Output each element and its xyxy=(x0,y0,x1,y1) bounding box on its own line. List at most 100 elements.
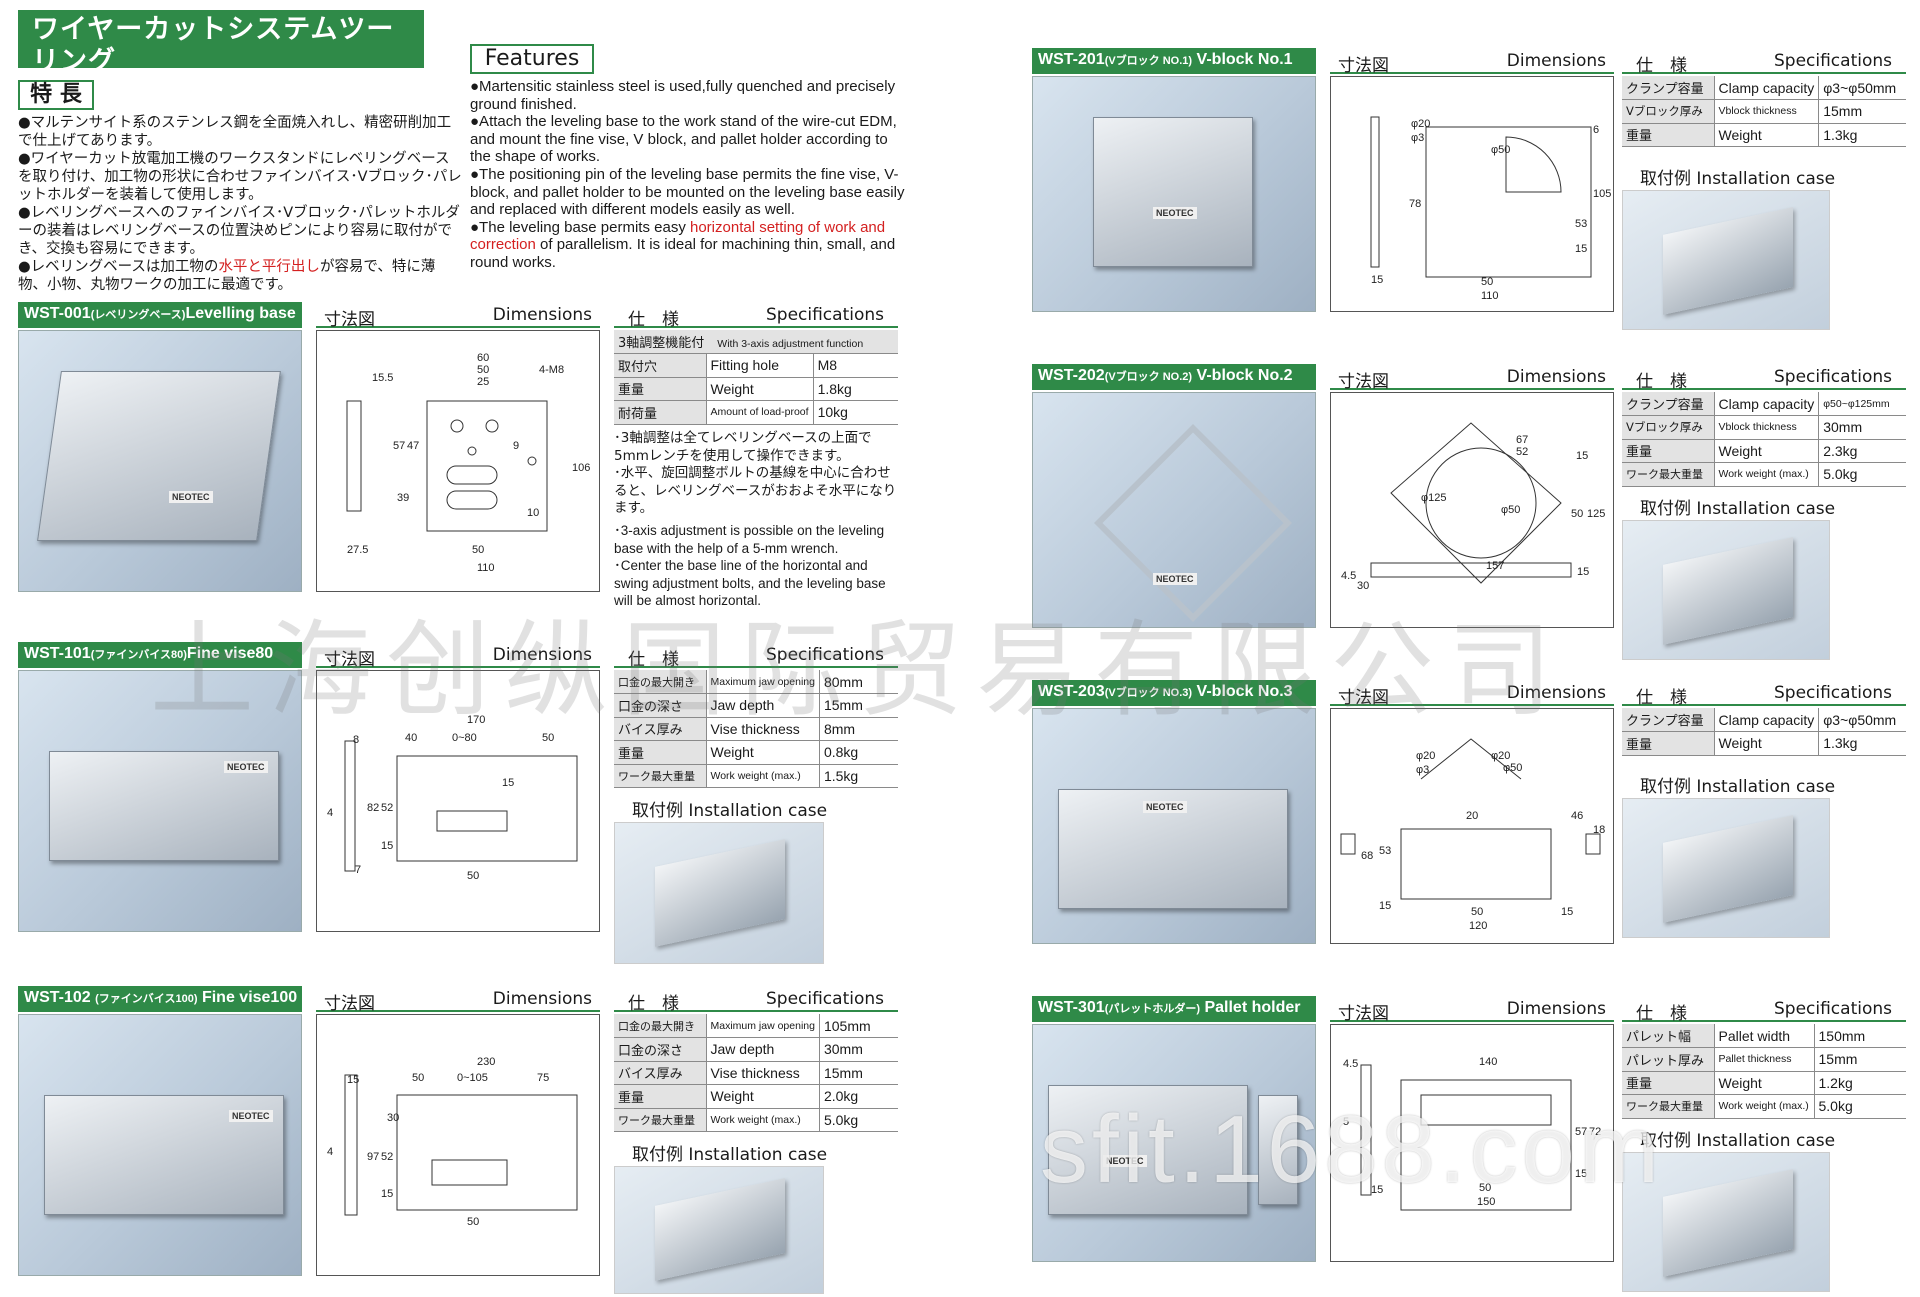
dim-label: 52 xyxy=(381,802,393,814)
spec-label-jp: 仕 様 xyxy=(628,650,679,670)
wst-001-spec-header: 仕 様 Specifications xyxy=(614,302,898,330)
dim-label: 50 xyxy=(467,870,479,882)
note-en: ･Center the base line of the horizontal … xyxy=(614,558,886,609)
wst-001-drawing: 15.5 60 50 25 4-M8 57 47 9 39 106 10 27.… xyxy=(316,330,600,592)
spec-label-jp: 仕 様 xyxy=(1636,372,1687,392)
product-name: Levelling base xyxy=(185,305,296,322)
dim-label: 170 xyxy=(467,714,485,726)
dim-label: 46 xyxy=(1571,810,1583,822)
spec-value: 1.5kg xyxy=(818,764,898,788)
spec-jp: クランプ容量 xyxy=(1622,708,1714,732)
spec-value: φ3~φ50mm xyxy=(1818,708,1906,732)
wst-001-dimensions-header: 寸法図 Dimensions xyxy=(316,302,600,330)
brand-mark: NEOTEC xyxy=(1153,207,1197,219)
dim-label: 50 xyxy=(1471,906,1483,918)
spec-label-en: Specifications xyxy=(1773,999,1892,1019)
catalog-banner: ワイヤーカットシステムツーリング WIRE-CUT SYSTEM TOOLING xyxy=(18,10,424,96)
dim-label: 6 xyxy=(1593,124,1599,136)
feature-en-highlight: horizontal setting of work and correctio… xyxy=(470,218,886,254)
wst-001-notes: ･3軸調整は全てレベリングベースの上面で5mmレンチを使用して操作できます。 ･… xyxy=(614,430,904,610)
dim-label: 50 xyxy=(467,1216,479,1228)
dim-label: 50 xyxy=(1479,1182,1491,1194)
dim-label: 52 xyxy=(381,1151,393,1163)
dim-label: 15 xyxy=(347,1074,359,1086)
dim-label: 39 xyxy=(397,492,409,504)
brand-mark: NEOTEC xyxy=(1143,801,1187,813)
wst-203-install-photo xyxy=(1622,798,1830,938)
spec-en: Maximum jaw opening xyxy=(705,1014,820,1038)
wst-202-install-title: 取付例 Installation case xyxy=(1640,494,1835,519)
dim-label: 15 xyxy=(1561,906,1573,918)
dim-label: φ50 xyxy=(1501,504,1520,516)
dim-label: 50 xyxy=(477,364,489,376)
dim-label: 15 xyxy=(1371,1184,1383,1196)
dimensions-label-jp: 寸法図 xyxy=(1338,688,1389,708)
wst-203-drawing: φ20 φ3 φ20 φ50 20 46 18 68 53 15 50 120 … xyxy=(1330,708,1614,944)
dimensions-label-en: Dimensions xyxy=(492,305,592,325)
spec-label-jp: 仕 様 xyxy=(1636,688,1687,708)
install-label-jp: 取付例 xyxy=(632,1145,683,1165)
spec-en: Jaw depth xyxy=(705,1037,820,1062)
product-code: WST-201 xyxy=(1038,51,1105,68)
product-name: V-block No.2 xyxy=(1196,367,1293,384)
dim-label: 10 xyxy=(527,507,539,519)
wst-301-install-photo xyxy=(1622,1152,1830,1292)
product-subtitle: (Vブロック NO.3) xyxy=(1104,687,1193,699)
dim-label: 53 xyxy=(1575,218,1587,230)
feature-jp-item: ●レベリングベースは加工物の水平と平行出しが容易で、特に薄物、小物、丸物ワークの… xyxy=(18,258,462,294)
spec-value: 15mm xyxy=(1818,99,1906,124)
spec-value: 1.3kg xyxy=(1818,123,1906,147)
dim-label: 15 xyxy=(1575,243,1587,255)
spec-value: 30mm xyxy=(1818,415,1906,440)
dim-label: 9 xyxy=(513,440,519,452)
spec-en: Work weight (max.) xyxy=(705,1108,820,1132)
wst-201-install-title: 取付例 Installation case xyxy=(1640,164,1835,189)
product-subtitle: (Vブロック NO.1) xyxy=(1104,55,1193,67)
spec-jp: 重量 xyxy=(614,740,706,765)
dim-label: 4.5 xyxy=(1341,570,1356,582)
wst-101-photo: NEOTEC xyxy=(18,670,302,932)
dim-label: 15 xyxy=(1576,450,1588,462)
spec-en: Work weight (max.) xyxy=(705,764,820,788)
wst-102-title: WST-102 (ファインバイス100) Fine vise100 xyxy=(18,986,302,1012)
spec-value: 15mm xyxy=(818,693,898,718)
product-subtitle: (ファインバイス80) xyxy=(90,649,187,661)
dim-label: 50 xyxy=(542,732,554,744)
install-label-en: Installation case xyxy=(1696,169,1836,189)
dimensions-label-en: Dimensions xyxy=(492,645,592,665)
spec-value: 2.0kg xyxy=(818,1084,898,1109)
dim-label: 5 xyxy=(1343,1116,1349,1128)
features-list-jp: ●マルテンサイト系のステンレス鋼を全面焼入れし、精密研削加工で仕上げてあります。… xyxy=(18,114,462,294)
dim-label: 78 xyxy=(1409,198,1421,210)
spec-label-en: Specifications xyxy=(1773,683,1892,703)
spec-value: 15mm xyxy=(818,1061,898,1085)
product-code: WST-202 xyxy=(1038,367,1105,384)
wst-203-title: WST-203(Vブロック NO.3) V-block No.3 xyxy=(1032,680,1316,706)
note-jp: ･水平、旋回調整ボルトの基線を中心に合わせると、レベリングベースがおおよそ水平に… xyxy=(614,465,897,517)
dim-label: 50 xyxy=(472,544,484,556)
install-label-en: Installation case xyxy=(1696,499,1836,519)
dim-label: 15 xyxy=(381,1188,393,1200)
spec-label-jp: 仕 様 xyxy=(1636,1004,1687,1024)
feature-en-item: ●The positioning pin of the leveling bas… xyxy=(470,165,905,219)
wst-101-title: WST-101(ファインバイス80)Fine vise80 xyxy=(18,642,302,668)
wst-101-drawing: 170 40 0~80 50 8 15 82 52 4 15 7 50 xyxy=(316,670,600,932)
wst-301-drawing: 4.5 140 5 57 72 15 15 50 150 xyxy=(1330,1024,1614,1262)
dim-label: φ20 xyxy=(1491,750,1510,762)
spec-jp: 口金の最大開き xyxy=(614,670,706,694)
spec-value: 5.0kg xyxy=(1818,462,1906,487)
wst-301-dimensions-header: 寸法図 Dimensions xyxy=(1330,996,1614,1024)
spec-jp: 口金の最大開き xyxy=(614,1014,706,1038)
product-name: Fine vise100 xyxy=(201,989,298,1006)
wst-102-install-title: 取付例 Installation case xyxy=(632,1140,827,1165)
